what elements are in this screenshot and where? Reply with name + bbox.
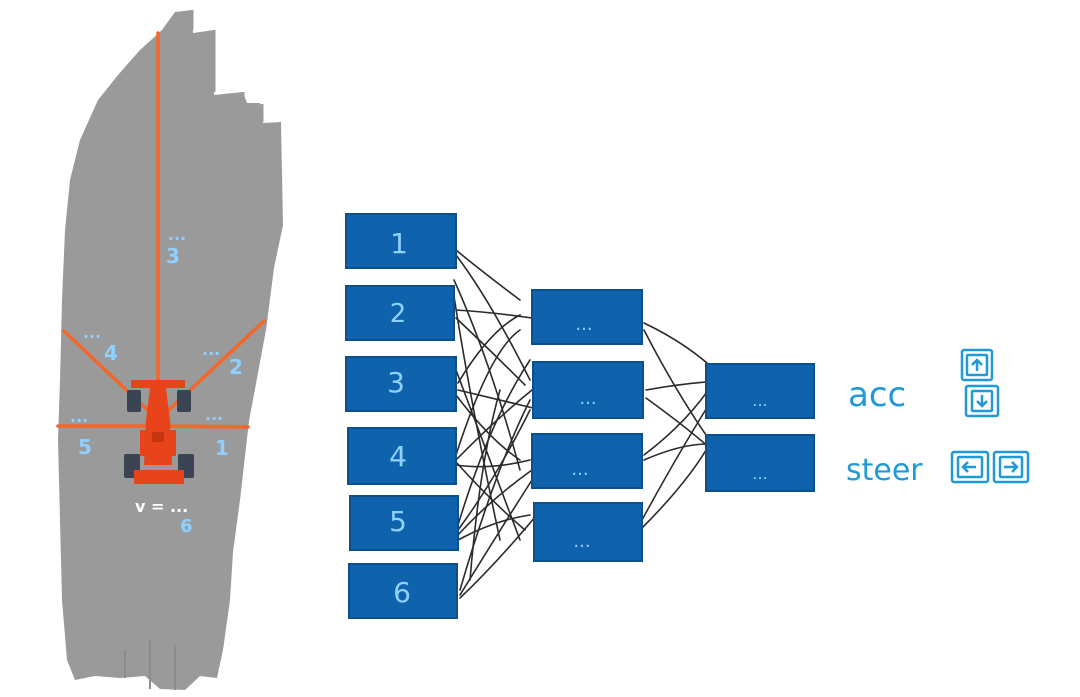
velocity-labels: v = ... 6: [135, 497, 193, 537]
track-surface: [58, 10, 283, 690]
velocity-text: v = ...: [135, 497, 188, 516]
hidden-node-4-label: ...: [573, 531, 590, 552]
output-layer: ... ...: [705, 363, 815, 492]
sensor-2-label: 2: [229, 355, 243, 379]
output-node-2-label: ...: [752, 464, 767, 483]
hidden-node-1-label: ...: [575, 314, 592, 335]
output-controls: acc steer: [846, 348, 1030, 488]
input-node-3: 3: [345, 356, 457, 412]
hidden-node-4: ...: [533, 502, 643, 562]
car-front-right-wheel: [177, 390, 191, 412]
steer-label: steer: [846, 453, 923, 488]
car-cockpit: [152, 432, 164, 442]
hidden-layer: ... ... ... ...: [531, 289, 644, 562]
output-node-1: ...: [705, 363, 815, 419]
input-node-4: 4: [347, 427, 457, 485]
hidden-node-1: ...: [531, 289, 643, 345]
velocity-sensor-label: 6: [180, 516, 193, 537]
hidden-node-2-label: ...: [579, 388, 596, 409]
input-node-4-label: 4: [389, 440, 407, 473]
hidden-node-3-label: ...: [571, 459, 588, 480]
sensor-4-label: 4: [104, 341, 118, 365]
track-edge-strokes: [190, 10, 264, 122]
input-node-5: 5: [349, 495, 459, 551]
car-front-wing: [131, 380, 185, 388]
sensor-3-value: ...: [168, 225, 186, 244]
race-car-icon: [124, 380, 194, 484]
ray-2: [156, 319, 266, 422]
connections: [452, 249, 736, 599]
input-node-2: 2: [345, 285, 455, 341]
output-node-1-label: ...: [752, 391, 767, 410]
sensor-rays: [56, 31, 266, 429]
hidden-node-3: ...: [531, 433, 643, 489]
input-node-3-label: 3: [387, 366, 405, 399]
ray-1: [156, 424, 250, 429]
right-arrow-key-icon: [992, 450, 1030, 484]
sensor-1-value: ...: [205, 405, 223, 424]
sensor-5-value: ...: [70, 407, 88, 426]
track: [58, 10, 283, 690]
ray-4: [62, 329, 160, 422]
input-layer: 1 2 3 4 5 6: [345, 213, 459, 619]
left-arrow-key-icon: [950, 450, 990, 484]
up-arrow-key-icon: [960, 348, 994, 382]
track-texture: [124, 640, 176, 690]
input-node-1-label: 1: [390, 227, 408, 260]
down-arrow-key-icon: [964, 384, 1000, 418]
input-node-1: 1: [345, 213, 457, 269]
car-front-left-wheel: [127, 390, 141, 412]
input-node-6-label: 6: [393, 576, 411, 609]
acc-label: acc: [848, 375, 906, 415]
sensor-2-value: ...: [202, 340, 220, 359]
hidden-node-2: ...: [532, 361, 644, 419]
car-rear-wing: [134, 470, 184, 484]
sensor-5-label: 5: [78, 435, 92, 459]
input-node-5-label: 5: [389, 505, 407, 538]
input-node-6: 6: [348, 563, 458, 619]
sensor-1-label: 1: [215, 436, 229, 460]
sensor-3-label: 3: [166, 244, 180, 268]
output-node-2: ...: [705, 434, 815, 492]
sensor-labels: ... 3 ... 4 ... 2 ... 5 ... 1: [70, 225, 243, 460]
input-node-2-label: 2: [390, 299, 407, 329]
sensor-4-value: ...: [83, 323, 101, 342]
